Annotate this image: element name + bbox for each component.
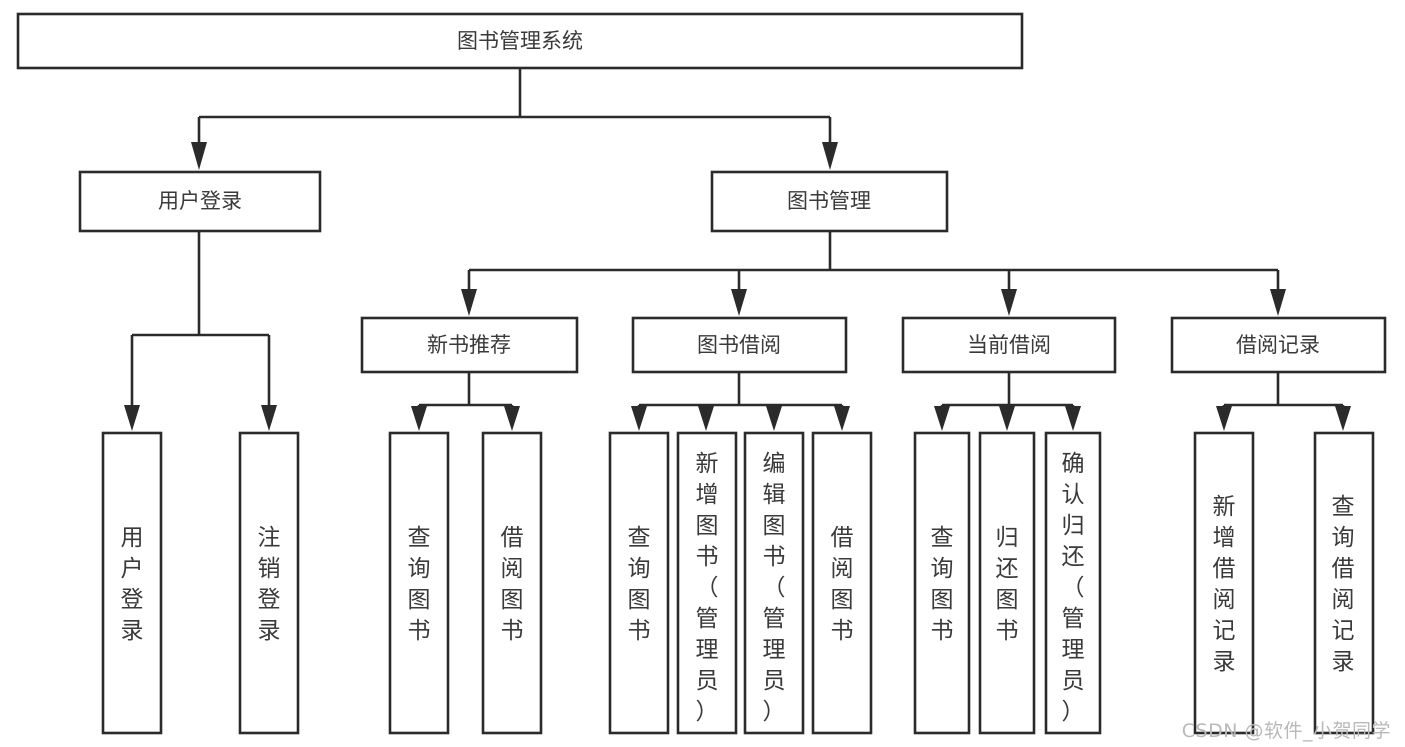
arrow-head-icon: [834, 406, 850, 431]
arrow-head-icon: [191, 142, 207, 170]
node-leaf-add-borrow-record-box[interactable]: [1193, 431, 1255, 735]
node-user-login-label: 用户登录: [158, 189, 242, 213]
node-current-borrow[interactable]: 当前借阅: [901, 316, 1117, 374]
node-root[interactable]: 图书管理系统: [16, 12, 1024, 70]
node-leaf-user-login[interactable]: 用户登录: [101, 431, 163, 735]
node-borrow-record[interactable]: 借阅记录: [1170, 316, 1387, 374]
node-new-book-recommend[interactable]: 新书推荐: [360, 316, 579, 374]
node-leaf-logout[interactable]: 注销登录: [238, 431, 300, 735]
node-leaf-return-book[interactable]: 归还图书: [978, 431, 1036, 735]
node-book-borrow-box[interactable]: [631, 316, 848, 374]
node-leaf-borrow-book-borrow-box[interactable]: [811, 431, 873, 735]
node-book-management[interactable]: 图书管理: [710, 170, 949, 233]
node-leaf-edit-book-admin[interactable]: 编辑图书（管理员）: [743, 431, 805, 735]
arrow-head-icon: [934, 406, 950, 431]
node-leaf-confirm-return-admin-label: 确认归还（管理员）: [1062, 451, 1085, 725]
node-leaf-borrow-book-newbook-label: 借阅图书: [501, 525, 524, 644]
arrow-head-icon: [124, 405, 140, 431]
node-leaf-user-login-label: 用户登录: [121, 525, 144, 644]
node-borrow-record-label: 借阅记录: [1236, 333, 1320, 357]
node-layer: 图书管理系统 用户登录 图书管理 新书推荐 图书借阅 当前: [16, 12, 1387, 735]
node-leaf-query-book-borrow-label: 查询图书: [628, 525, 651, 644]
node-leaf-add-borrow-record-label: 新增借阅记录: [1213, 494, 1236, 675]
node-leaf-query-borrow-record-label: 查询借阅记录: [1332, 494, 1355, 675]
node-book-management-box[interactable]: [710, 170, 949, 233]
arrow-head-icon: [1270, 289, 1286, 316]
arrow-head-icon: [1065, 406, 1081, 431]
node-leaf-query-borrow-record-box[interactable]: [1313, 431, 1375, 735]
connector-layer: [124, 68, 1351, 431]
node-root-label: 图书管理系统: [457, 29, 583, 53]
node-leaf-query-book-newbook[interactable]: 查询图书: [388, 431, 450, 735]
arrow-head-icon: [999, 406, 1015, 431]
node-user-login-box[interactable]: [78, 170, 322, 233]
arrow-head-icon: [822, 142, 838, 170]
node-leaf-query-book-newbook-label: 查询图书: [408, 525, 431, 644]
node-book-borrow[interactable]: 图书借阅: [631, 316, 848, 374]
node-leaf-logout-box[interactable]: [238, 431, 300, 735]
node-borrow-record-box[interactable]: [1170, 316, 1387, 374]
arrow-head-icon: [504, 406, 520, 431]
arrow-head-icon: [1001, 289, 1017, 316]
node-book-borrow-label: 图书借阅: [697, 333, 781, 357]
node-leaf-add-book-admin-label: 新增图书（管理员）: [696, 451, 719, 725]
node-leaf-borrow-book-newbook-box[interactable]: [481, 431, 543, 735]
arrow-head-icon: [731, 289, 747, 316]
node-leaf-query-book-borrow[interactable]: 查询图书: [608, 431, 670, 735]
node-leaf-query-borrow-record[interactable]: 查询借阅记录: [1313, 431, 1375, 735]
node-leaf-borrow-book-newbook[interactable]: 借阅图书: [481, 431, 543, 735]
node-leaf-borrow-book-borrow-label: 借阅图书: [831, 525, 854, 644]
arrow-head-icon: [1335, 406, 1351, 431]
arrow-head-icon: [261, 405, 277, 431]
node-leaf-query-book-current-label: 查询图书: [931, 525, 954, 644]
node-leaf-borrow-book-borrow[interactable]: 借阅图书: [811, 431, 873, 735]
node-leaf-query-book-borrow-box[interactable]: [608, 431, 670, 735]
node-book-management-label: 图书管理: [787, 189, 871, 213]
node-current-borrow-label: 当前借阅: [967, 333, 1051, 357]
node-leaf-add-book-admin[interactable]: 新增图书（管理员）: [676, 431, 738, 735]
node-leaf-return-book-label: 归还图书: [996, 525, 1019, 644]
arrow-head-icon: [698, 406, 714, 431]
node-leaf-query-book-current-box[interactable]: [913, 431, 971, 735]
node-user-login[interactable]: 用户登录: [78, 170, 322, 233]
node-leaf-add-borrow-record[interactable]: 新增借阅记录: [1193, 431, 1255, 735]
node-current-borrow-box[interactable]: [901, 316, 1117, 374]
node-leaf-return-book-box[interactable]: [978, 431, 1036, 735]
node-leaf-confirm-return-admin-box[interactable]: [1044, 431, 1102, 735]
node-new-book-recommend-label: 新书推荐: [427, 333, 511, 357]
node-leaf-confirm-return-admin[interactable]: 确认归还（管理员）: [1044, 431, 1102, 735]
arrow-head-icon: [461, 289, 477, 316]
node-root-box[interactable]: [16, 12, 1024, 70]
node-leaf-query-book-current[interactable]: 查询图书: [913, 431, 971, 735]
node-leaf-add-book-admin-box[interactable]: [676, 431, 738, 735]
arrow-head-icon: [1216, 406, 1232, 431]
node-leaf-edit-book-admin-label: 编辑图书（管理员）: [763, 451, 786, 725]
node-leaf-query-book-newbook-box[interactable]: [388, 431, 450, 735]
node-leaf-logout-label: 注销登录: [258, 525, 281, 644]
node-new-book-recommend-box[interactable]: [360, 316, 579, 374]
node-leaf-edit-book-admin-box[interactable]: [743, 431, 805, 735]
arrow-head-icon: [411, 406, 427, 431]
arrow-head-icon: [766, 406, 782, 431]
node-leaf-user-login-box[interactable]: [101, 431, 163, 735]
arrow-head-icon: [631, 406, 647, 431]
